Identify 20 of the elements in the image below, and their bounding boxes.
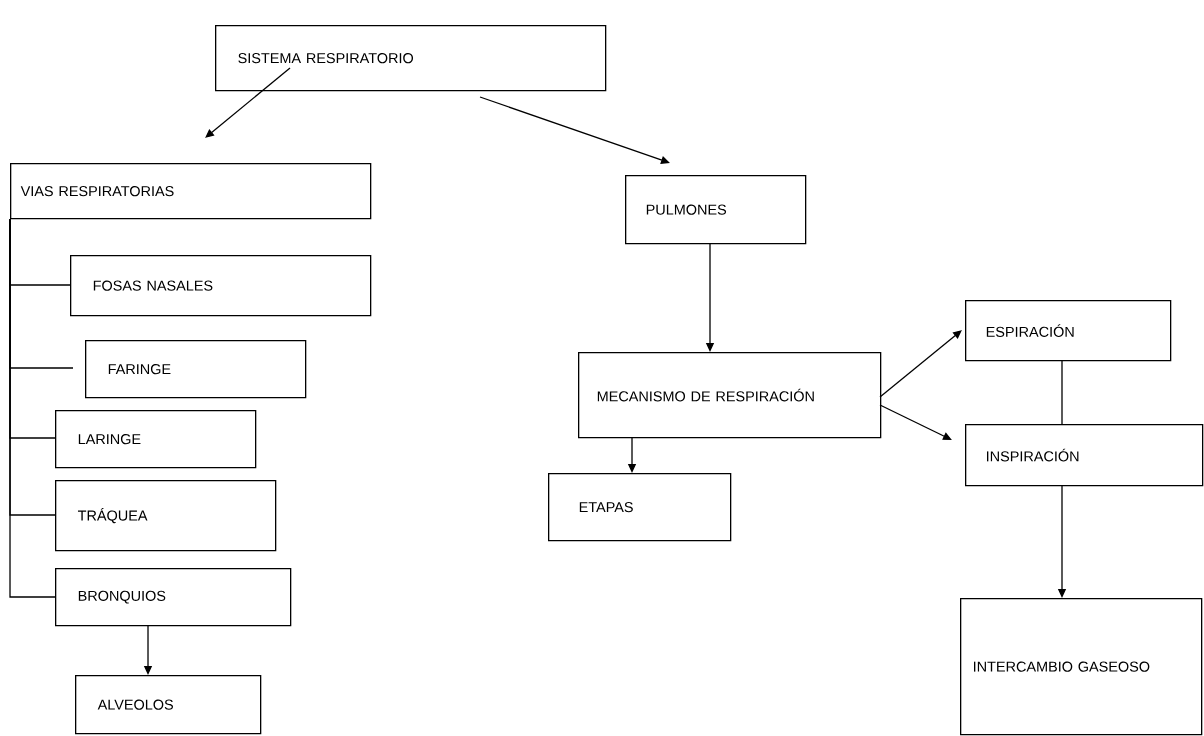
concept-box: PULMONES <box>625 175 807 245</box>
arrow <box>479 96 670 164</box>
concept-box: FARINGE <box>85 340 307 399</box>
concept-box: MECANISMO DE RESPIRACIÓN <box>578 352 882 439</box>
concept-box: FOSAS NASALES <box>70 255 372 317</box>
concept-box: VIAS RESPIRATORIAS <box>10 163 372 220</box>
connector-line <box>9 218 56 598</box>
concept-box: INSPIRACIÓN <box>965 424 1204 487</box>
concept-box: INTERCAMBIO GASEOSO <box>960 598 1203 736</box>
concept-box: ESPIRACIÓN <box>965 300 1172 362</box>
arrow <box>879 330 962 398</box>
concept-box: BRONQUIOS <box>55 568 292 627</box>
concept-box: ALVEOLOS <box>75 675 262 735</box>
connector-line <box>1061 359 1063 425</box>
concept-box: TRÁQUEA <box>55 480 277 552</box>
arrow <box>205 67 291 138</box>
arrow <box>879 404 952 440</box>
concept-box: LARINGE <box>55 410 257 469</box>
concept-box: SISTEMA RESPIRATORIO <box>215 25 607 92</box>
concept-box: ETAPAS <box>548 473 732 542</box>
